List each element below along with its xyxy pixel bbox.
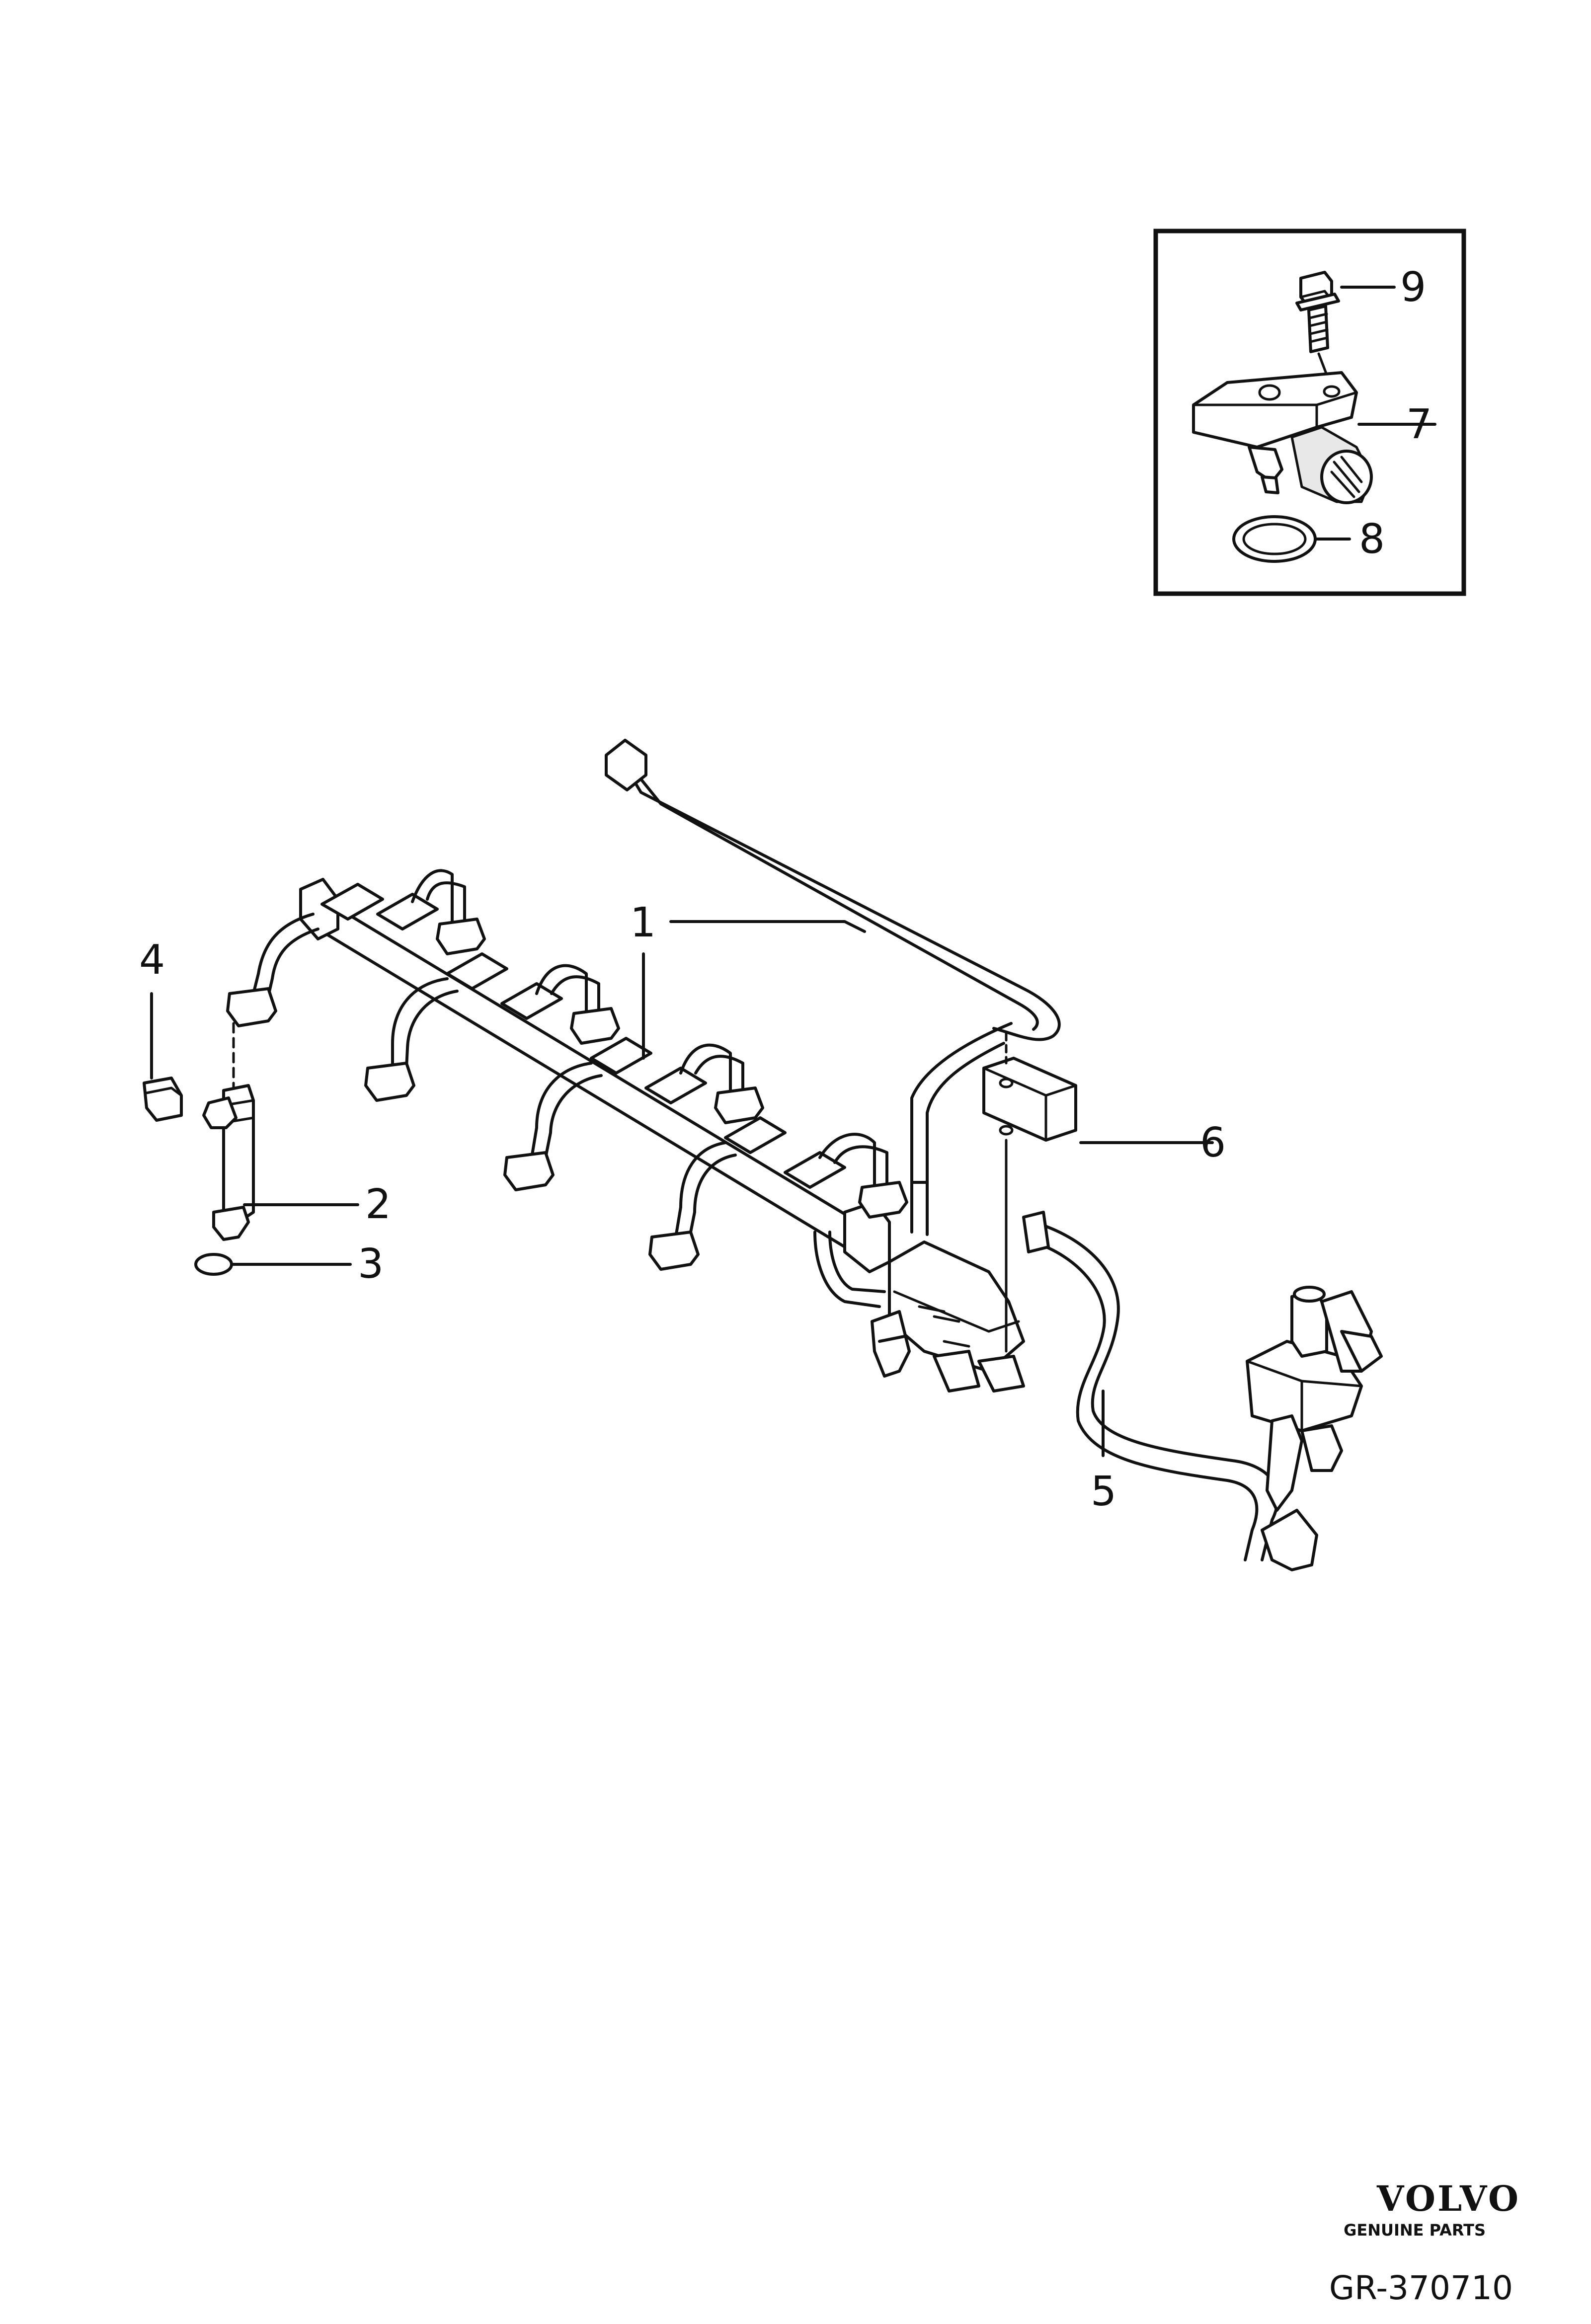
callout-7: 7 [1406, 401, 1432, 448]
inset-box [1153, 229, 1466, 596]
callout-2: 2 [365, 1181, 391, 1228]
callout-leaders [150, 920, 1214, 1457]
protective-cap-part[interactable] [143, 1077, 183, 1122]
o-ring-part[interactable] [1232, 515, 1317, 563]
callout-6: 6 [1200, 1119, 1226, 1166]
genuine-parts-text: GENUINE PARTS [1344, 2221, 1486, 2240]
bolt-part[interactable] [1295, 271, 1340, 384]
injector-part[interactable] [202, 1022, 255, 1241]
vacuum-hose-part[interactable] [1022, 1211, 1318, 1571]
fuel-rail-assembly[interactable] [226, 739, 1061, 1393]
pressure-sensor-part[interactable] [1192, 371, 1373, 504]
callout-4: 4 [139, 936, 165, 984]
callout-8: 8 [1359, 516, 1385, 563]
callout-1: 1 [630, 899, 656, 946]
branding: VOLVO GENUINE PARTS GR-370710 [1329, 2178, 1520, 2307]
callout-labels: 1 2 3 4 5 6 7 8 9 [139, 264, 1432, 1515]
solenoid-valve-part[interactable] [1246, 1286, 1383, 1512]
injector-o-ring-part[interactable] [194, 1253, 233, 1276]
volvo-logo-text: VOLVO [1376, 2178, 1520, 2219]
callout-3: 3 [358, 1240, 384, 1288]
callout-5: 5 [1091, 1468, 1116, 1515]
reference-number: GR-370710 [1329, 2269, 1513, 2307]
bracket-part[interactable] [982, 1032, 1077, 1353]
callout-9: 9 [1400, 264, 1426, 311]
